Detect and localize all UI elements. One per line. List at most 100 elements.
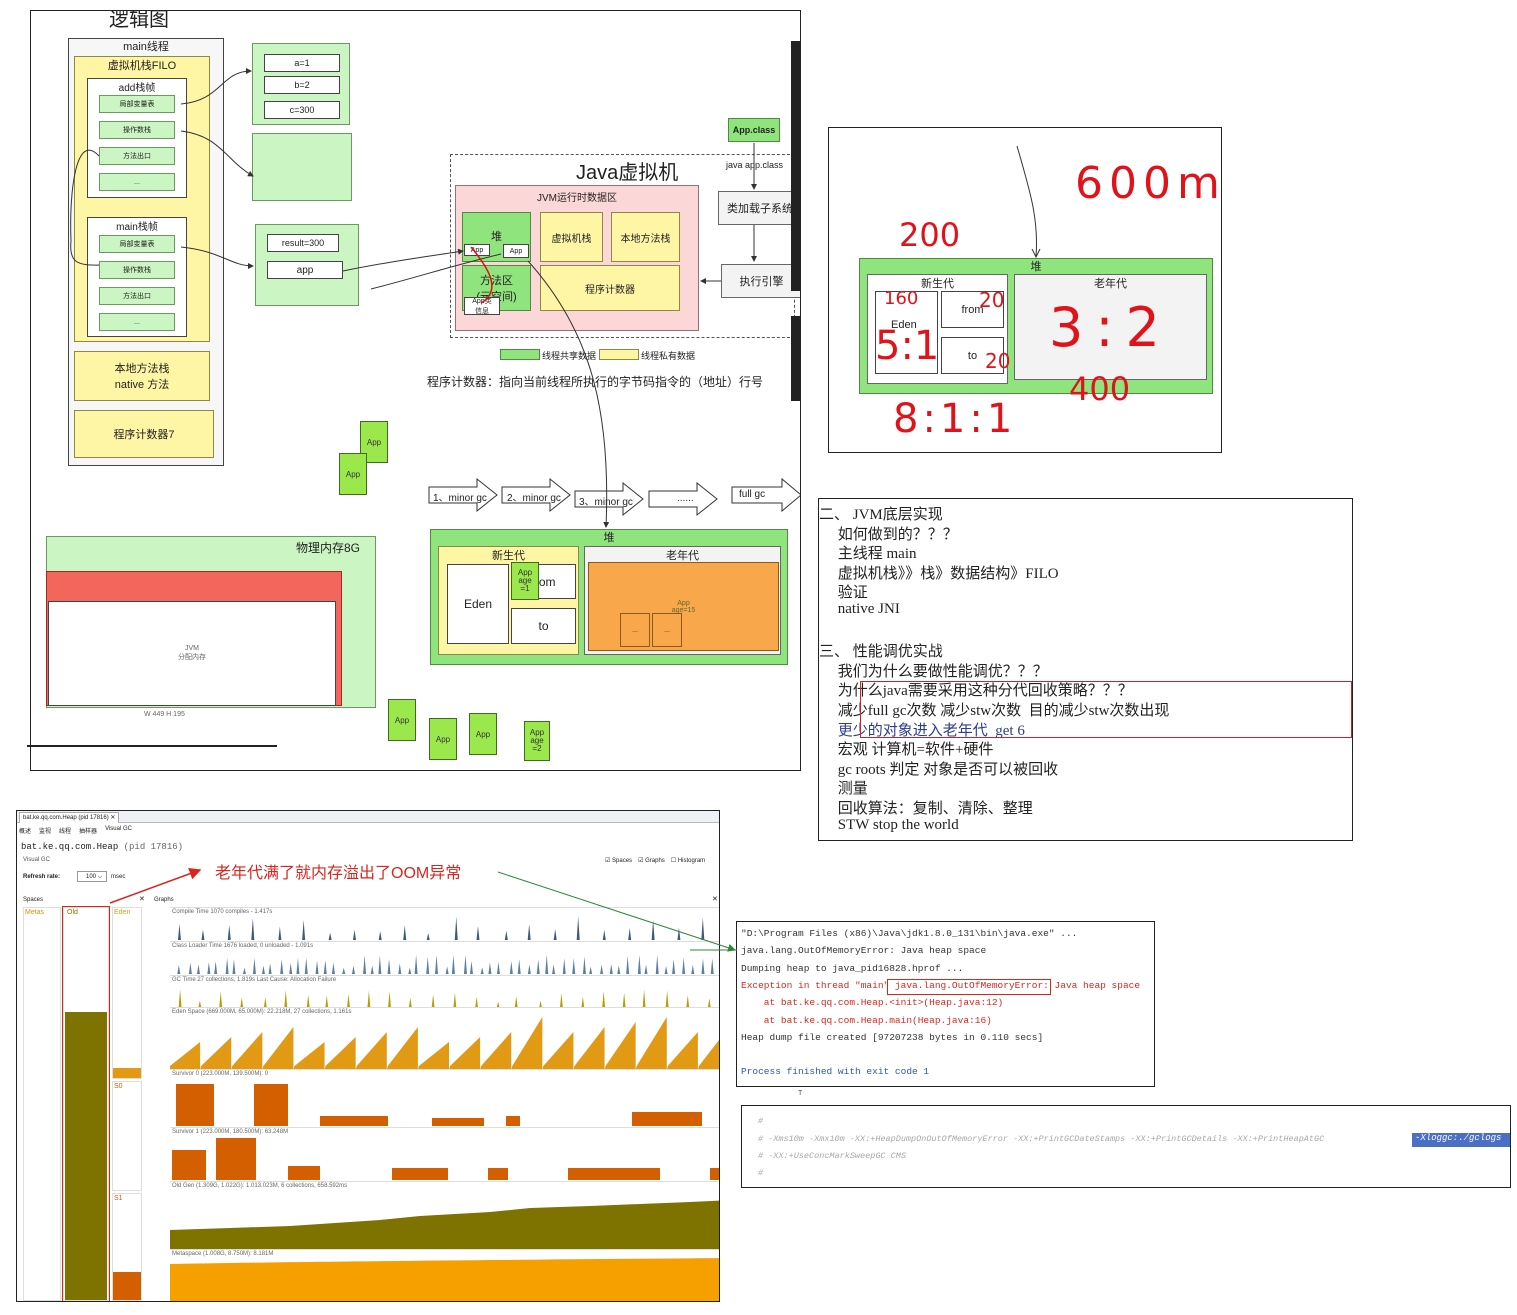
empty-vars-box <box>252 133 352 201</box>
graph-spike <box>232 959 236 974</box>
graph-spike <box>342 967 346 974</box>
s1-label: S1 <box>114 1195 123 1202</box>
graph-spike <box>469 961 473 974</box>
graph-spike <box>403 925 407 940</box>
graphs-label: Graphs <box>154 897 174 903</box>
close-icon[interactable]: ✕ <box>712 896 718 903</box>
graph-spike <box>475 996 479 1008</box>
eden-sawtooth-area <box>170 1017 719 1070</box>
graph-spike <box>188 962 192 974</box>
graph-spike <box>559 993 563 1008</box>
legend-shared: 线程共享数据 <box>542 351 597 361</box>
graph-spike <box>177 964 181 974</box>
pc-box: 程序计数器 <box>540 265 680 311</box>
option-highlight[interactable]: -Xloggc:./gclogs <box>1412 1133 1510 1147</box>
option-line-2: # -Xms10m -Xmx10m -XX:+HeapDumpOnOutOfMe… <box>758 1134 1325 1144</box>
main-thread-label: main线程 <box>123 41 169 53</box>
chevron-down-icon: ⌵ <box>97 874 103 880</box>
metaspace-fill <box>170 1258 719 1301</box>
gc-step-3: 3、minor gc <box>579 497 633 508</box>
notes-highlight-box <box>860 681 1352 738</box>
young-gen-label: 新生代 <box>492 550 525 562</box>
graph-spike <box>315 960 319 974</box>
console-line: Process finished with exit code 1 <box>741 1066 930 1078</box>
graph-spike <box>581 996 585 1008</box>
graph-spike <box>178 989 182 1008</box>
hw-3-2: 3:2 <box>1049 296 1172 359</box>
check-spaces[interactable]: ☑ Spaces <box>605 858 633 864</box>
app-object: App <box>388 699 416 741</box>
close-icon[interactable]: ✕ <box>110 815 116 821</box>
old-space-fill <box>65 1012 107 1300</box>
heap2-label: 堆 <box>603 532 615 544</box>
graph-spike <box>278 926 282 940</box>
eden-space <box>112 907 142 1079</box>
graph-spike <box>251 918 255 940</box>
graph-spike <box>562 958 566 974</box>
hw-8-1-1: 8:1:1 <box>893 396 1017 442</box>
graph-spike <box>707 998 711 1008</box>
graph-spike <box>207 961 211 974</box>
note-line: 主线程 main <box>819 546 917 563</box>
graph-label: GC Time 27 collections, 1.819s Last Caus… <box>172 977 337 983</box>
native-stack-box: 本地方法栈 native 方法 <box>74 351 210 401</box>
oom-highlight-box <box>887 979 1051 995</box>
toolbar-sampler[interactable]: 抽样器 <box>79 829 98 835</box>
graph-spike <box>261 965 265 974</box>
main-method-exit: 方法出口 <box>99 287 175 305</box>
toolbar-threads[interactable]: 线程 <box>59 829 72 835</box>
native-stack-short: 本地方法栈 <box>611 212 680 262</box>
diagram-arrows <box>70 68 757 528</box>
sketch-old-box <box>1014 274 1207 380</box>
graph-spike <box>387 958 391 974</box>
graph-spike <box>398 963 402 974</box>
check-histogram[interactable]: ☐ Histogram <box>670 858 706 864</box>
old-gen-fill: App age=15 <box>588 562 779 651</box>
graph-label: Class Loader Time 1676 loaded, 0 unloade… <box>172 943 314 949</box>
refresh-select[interactable]: 100 ⌵ <box>77 871 107 882</box>
app-class-file: App.class <box>728 118 780 142</box>
graph-spike <box>280 959 284 974</box>
jvm-diagram-panel: 逻辑图 main线程 虚拟机栈FILO add栈帧 局部变量表 操作数栈 方法出… <box>30 10 801 771</box>
note-line: 宏观 计算机=软件+硬件 <box>819 742 994 759</box>
check-graphs[interactable]: ☑ Graphs <box>638 858 665 864</box>
graph-spike <box>664 966 668 974</box>
graph-spike <box>263 997 267 1008</box>
graph-spike <box>363 955 367 974</box>
jvm-alloc-box: JVM 分配内存 <box>48 601 336 706</box>
toolbar-overview[interactable]: 概述 <box>19 829 32 835</box>
graph-spike <box>655 955 659 974</box>
hw-600m: 600m <box>1075 158 1222 209</box>
graph-spike <box>602 990 606 1008</box>
graph-spike <box>198 1000 202 1008</box>
note-line: 三、 性能调优实战 <box>819 644 943 661</box>
toolbar: 概述 监视 线程 抽样器 Visual GC <box>19 826 132 835</box>
toolbar-visual-gc[interactable]: Visual GC <box>105 826 132 832</box>
graph-spike <box>388 991 392 1008</box>
toolbar-monitor[interactable]: 监视 <box>39 829 52 835</box>
graph-spike <box>328 932 332 940</box>
graph-spike <box>552 964 556 974</box>
app-object: App <box>469 713 497 755</box>
graph-survivor-1: Survivor 1 (223.000M, 180.500M): 63.248M <box>170 1127 719 1181</box>
refresh-label: Refresh rate: <box>23 874 61 880</box>
var-b: b=2 <box>264 76 340 94</box>
graph-spike <box>453 992 457 1008</box>
var-app: app <box>267 261 343 279</box>
old-gen-obj: ... <box>652 613 682 647</box>
graph-spike <box>177 923 181 940</box>
visualvm-tab[interactable]: bat.ke.qq.com.Heap (pid 17816) ✕ <box>19 812 120 823</box>
classloader-spikes <box>177 954 714 974</box>
graph-spike <box>517 959 521 974</box>
graph-spike <box>289 963 293 974</box>
s1-blocks <box>172 1138 719 1180</box>
sketch-young-label: 新生代 <box>921 278 954 290</box>
gc-steps-arrows <box>428 477 800 517</box>
diagram-title: 逻辑图 <box>109 10 169 31</box>
legend-private: 线程私有数据 <box>641 351 696 361</box>
graph-spike <box>539 1000 543 1008</box>
exec-engine-box: 执行引擎 <box>721 264 800 298</box>
close-icon[interactable]: ✕ <box>139 896 145 903</box>
graph-spike <box>682 957 686 974</box>
gc-step-5: full gc <box>739 489 766 500</box>
